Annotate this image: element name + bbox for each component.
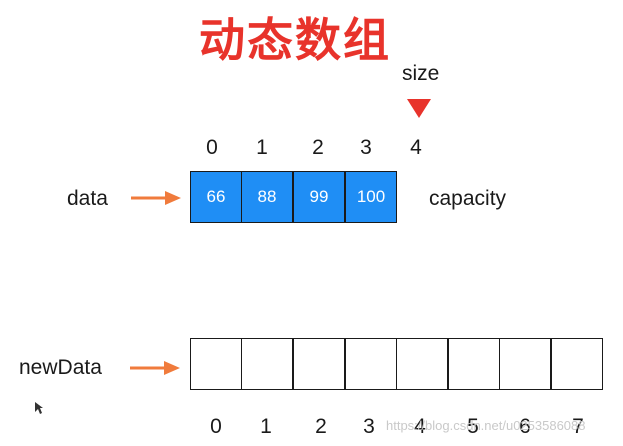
data-index-4: 4: [410, 136, 422, 159]
new-data-index-7: 7: [572, 415, 584, 438]
data-cell-0: 66: [190, 171, 242, 223]
new-data-cell-1: [241, 338, 293, 390]
new-data-cell-7: [551, 338, 603, 390]
new-data-index-5: 5: [467, 415, 479, 438]
size-marker-triangle-icon: [407, 99, 431, 118]
new-data-index-0: 0: [210, 415, 222, 438]
new-data-index-2: 2: [315, 415, 327, 438]
new-data-array-label: newData: [19, 356, 102, 379]
diagram-title: 动态数组: [199, 13, 391, 67]
data-index-0: 0: [206, 136, 218, 159]
new-data-arrow-icon: [130, 361, 180, 375]
new-data-cell-4: [396, 338, 448, 390]
new-data-cell-2: [293, 338, 345, 390]
data-cell-2: 99: [293, 171, 345, 223]
new-data-index-4: 4: [414, 415, 426, 438]
mouse-cursor-icon: [35, 402, 43, 414]
size-label: size: [402, 62, 440, 85]
new-data-cell-0: [190, 338, 242, 390]
data-cell-3: 100: [345, 171, 397, 223]
data-index-1: 1: [256, 136, 268, 159]
data-index-3: 3: [360, 136, 372, 159]
new-data-index-6: 6: [519, 415, 531, 438]
new-data-index-1: 1: [260, 415, 272, 438]
new-data-cell-5: [448, 338, 500, 390]
new-data-cell-6: [499, 338, 551, 390]
data-array-label: data: [67, 187, 108, 210]
data-index-2: 2: [312, 136, 324, 159]
watermark-text: https://blog.csdn.net/u0253586088: [386, 418, 586, 433]
data-arrow-icon: [131, 191, 181, 205]
capacity-label: capacity: [429, 187, 507, 210]
new-data-cell-3: [345, 338, 397, 390]
new-data-index-3: 3: [363, 415, 375, 438]
data-cell-1: 88: [241, 171, 293, 223]
